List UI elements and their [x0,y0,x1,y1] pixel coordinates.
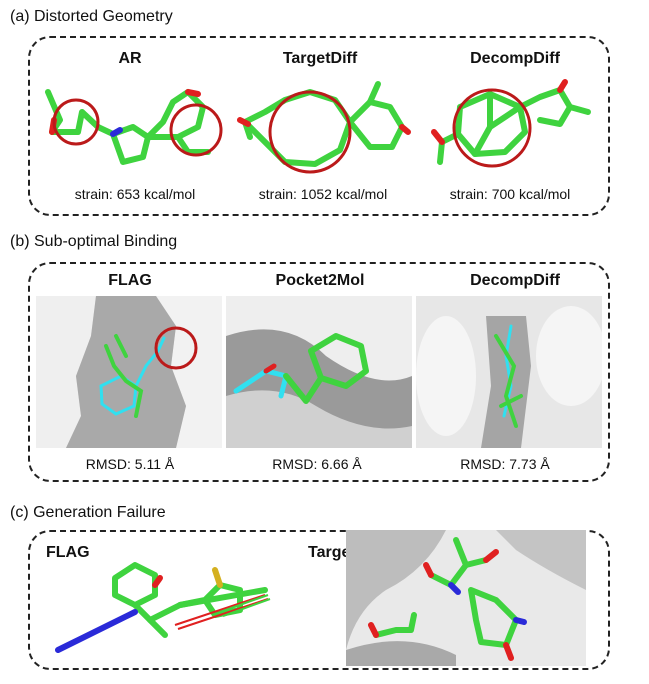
section-title-b: (b) Sub-optimal Binding [10,233,178,250]
model-name-flag-c: FLAG [46,544,90,561]
molecule-image-decompdiff-a [420,72,610,182]
caption-rmsd-flag: RMSD: 5.11 Å [85,456,175,472]
section-title-a: (a) Distorted Geometry [10,8,173,25]
molecule-image-targetdiff-a [230,72,420,182]
panel-distorted-geometry [28,36,610,216]
caption-strain-decompdiff: strain: 700 kcal/mol [449,186,571,202]
failure-image-flag [40,550,300,662]
caption-strain-targetdiff: strain: 1052 kcal/mol [258,186,388,202]
caption-rmsd-pocket2mol: RMSD: 6.66 Å [272,456,362,472]
panel-generation-failure [28,530,610,670]
caption-strain-ar: strain: 653 kcal/mol [74,186,196,202]
binding-image-pocket2mol [226,296,412,448]
model-name-decompdiff-b: DecompDiff [470,272,560,289]
section-title-c: (c) Generation Failure [10,504,166,521]
molecule-image-ar [38,72,228,182]
model-name-targetdiff-a: TargetDiff [282,50,358,67]
binding-image-decompdiff [416,296,602,448]
model-name-decompdiff-a: DecompDiff [470,50,560,67]
failure-image-targetdiff [346,530,586,666]
panel-suboptimal-binding [28,262,610,482]
model-name-flag-b: FLAG [108,272,152,289]
model-name-pocket2mol: Pocket2Mol [275,272,365,289]
caption-rmsd-decompdiff: RMSD: 7.73 Å [460,456,550,472]
model-name-ar: AR [118,50,142,67]
binding-image-flag [36,296,222,448]
